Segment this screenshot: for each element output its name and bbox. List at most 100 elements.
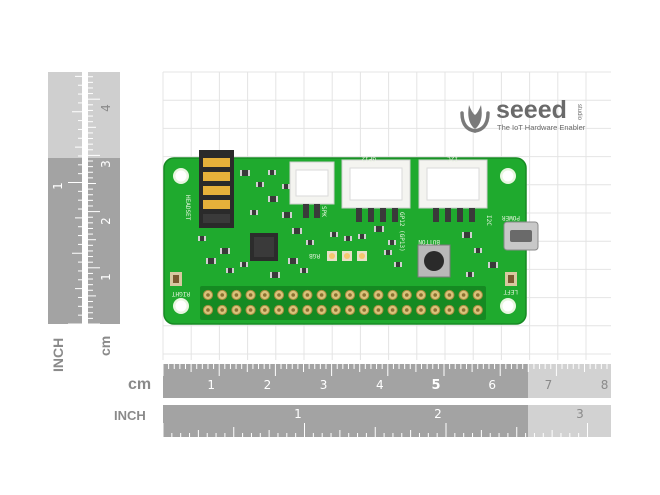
gpio-pin-hole [234, 293, 239, 297]
smd-pad [262, 182, 264, 187]
gpio-pin-hole [405, 293, 409, 297]
spk-connector [289, 161, 335, 218]
label-power: POWER [502, 214, 520, 221]
brand-name: seeed [496, 96, 567, 124]
bottom-cm-number: 7 [545, 378, 553, 392]
gpio-pin-hole [476, 308, 480, 312]
smd-pad [388, 240, 390, 245]
gpio-pin-hole [334, 293, 338, 297]
rgb-led [342, 251, 352, 261]
smd-part [206, 258, 216, 264]
label-headset: HEADSET [184, 195, 191, 221]
smd-part [268, 170, 276, 175]
smd-pad [204, 236, 206, 241]
smd-pad [364, 234, 366, 239]
mounting-hole [500, 298, 516, 314]
smd-part [282, 184, 290, 189]
left-inch-ruler: 1 INCH [48, 72, 82, 372]
smd-part [282, 212, 292, 218]
bottom-inch-number: 3 [576, 407, 584, 421]
label-right: RIGHT [172, 290, 190, 297]
smd-part [462, 232, 472, 238]
gp12-connector [341, 159, 411, 222]
gpio-pin-hole [433, 308, 438, 312]
left-inch-unit-label: INCH [50, 338, 66, 372]
smd-part [330, 232, 338, 237]
smd-pad [306, 268, 308, 273]
label-i2c-side: I2C [485, 215, 492, 226]
smd-pad [382, 226, 384, 232]
smd-part [226, 268, 234, 273]
smd-part [358, 234, 366, 239]
seeed-logo: seeed studio The IoT Hardware Enabler [460, 96, 586, 133]
smd-pad [282, 212, 284, 218]
smd-pad [270, 272, 272, 278]
bottom-cm-number: 4 [376, 378, 384, 392]
smd-pad [276, 196, 278, 202]
smd-pad [198, 236, 200, 241]
smd-pad [256, 182, 258, 187]
gpio-pin-hole [291, 308, 296, 312]
gpio-pin-hole [447, 308, 452, 312]
gpio-pin-hole [263, 293, 267, 297]
bottom-cm-number: 3 [320, 378, 328, 392]
smd-pad [394, 262, 396, 267]
label-rgb: RGB [309, 252, 320, 259]
smd-pad [350, 236, 352, 241]
smd-pad [274, 170, 276, 175]
gpio-pin-hole [362, 293, 367, 297]
smd-part [198, 236, 206, 241]
gpio-pin-hole [305, 293, 310, 297]
smd-pad [496, 262, 498, 268]
smd-pad [300, 268, 302, 273]
smd-pad [246, 262, 248, 267]
smd-part [292, 228, 302, 234]
gpio-pin-hole [206, 308, 210, 312]
mounting-hole [500, 168, 516, 184]
gpio-pin-hole [277, 293, 281, 297]
mounting-hole [173, 298, 189, 314]
left-inch-number: 1 [51, 182, 65, 190]
gpio-pin-hole [419, 293, 423, 297]
rgb-led [357, 251, 367, 261]
label-gp12-side: GP12 (GP13) [398, 212, 405, 252]
label-button: BUTTON [418, 238, 440, 245]
gpio-pin-hole [376, 293, 381, 297]
smd-part [394, 262, 402, 267]
smd-pad [384, 250, 386, 255]
gpio-pin-hole [291, 293, 296, 297]
headset-jack [199, 150, 234, 228]
smd-pad [292, 228, 294, 234]
bottom-inch-ruler: INCH 1 2 3 [114, 405, 611, 437]
gpio-pin-hole [362, 308, 367, 312]
smd-pad [330, 232, 332, 237]
gpio-pin-hole [263, 308, 267, 312]
smd-part [474, 248, 482, 253]
gpio-pin-hole [405, 308, 409, 312]
gpio-header [200, 286, 486, 320]
label-i2c-top: I2C [447, 155, 458, 162]
smd-pad [344, 236, 346, 241]
smd-pad [220, 248, 222, 254]
smd-pad [268, 196, 270, 202]
bottom-inch-number: 2 [434, 407, 442, 421]
bottom-inch-unit-label: INCH [114, 408, 146, 423]
gpio-pin-hole [319, 308, 324, 312]
left-cm-ruler: 1 2 3 4 cm [88, 72, 120, 356]
gpio-pin-hole [476, 293, 480, 297]
smd-pad [462, 232, 464, 238]
smd-pad [336, 232, 338, 237]
gpio-pin-hole [376, 308, 381, 312]
left-cm-number: 1 [99, 273, 113, 281]
gpio-pin-hole [419, 308, 423, 312]
brand-tagline: The IoT Hardware Enabler [497, 123, 586, 132]
smd-pad [232, 268, 234, 273]
smd-part [388, 240, 396, 245]
smd-part [488, 262, 498, 268]
gpio-pin-hole [390, 293, 395, 297]
smd-pad [488, 262, 490, 268]
seeed-logo-icon [460, 105, 490, 133]
bottom-cm-number: 8 [601, 378, 609, 392]
